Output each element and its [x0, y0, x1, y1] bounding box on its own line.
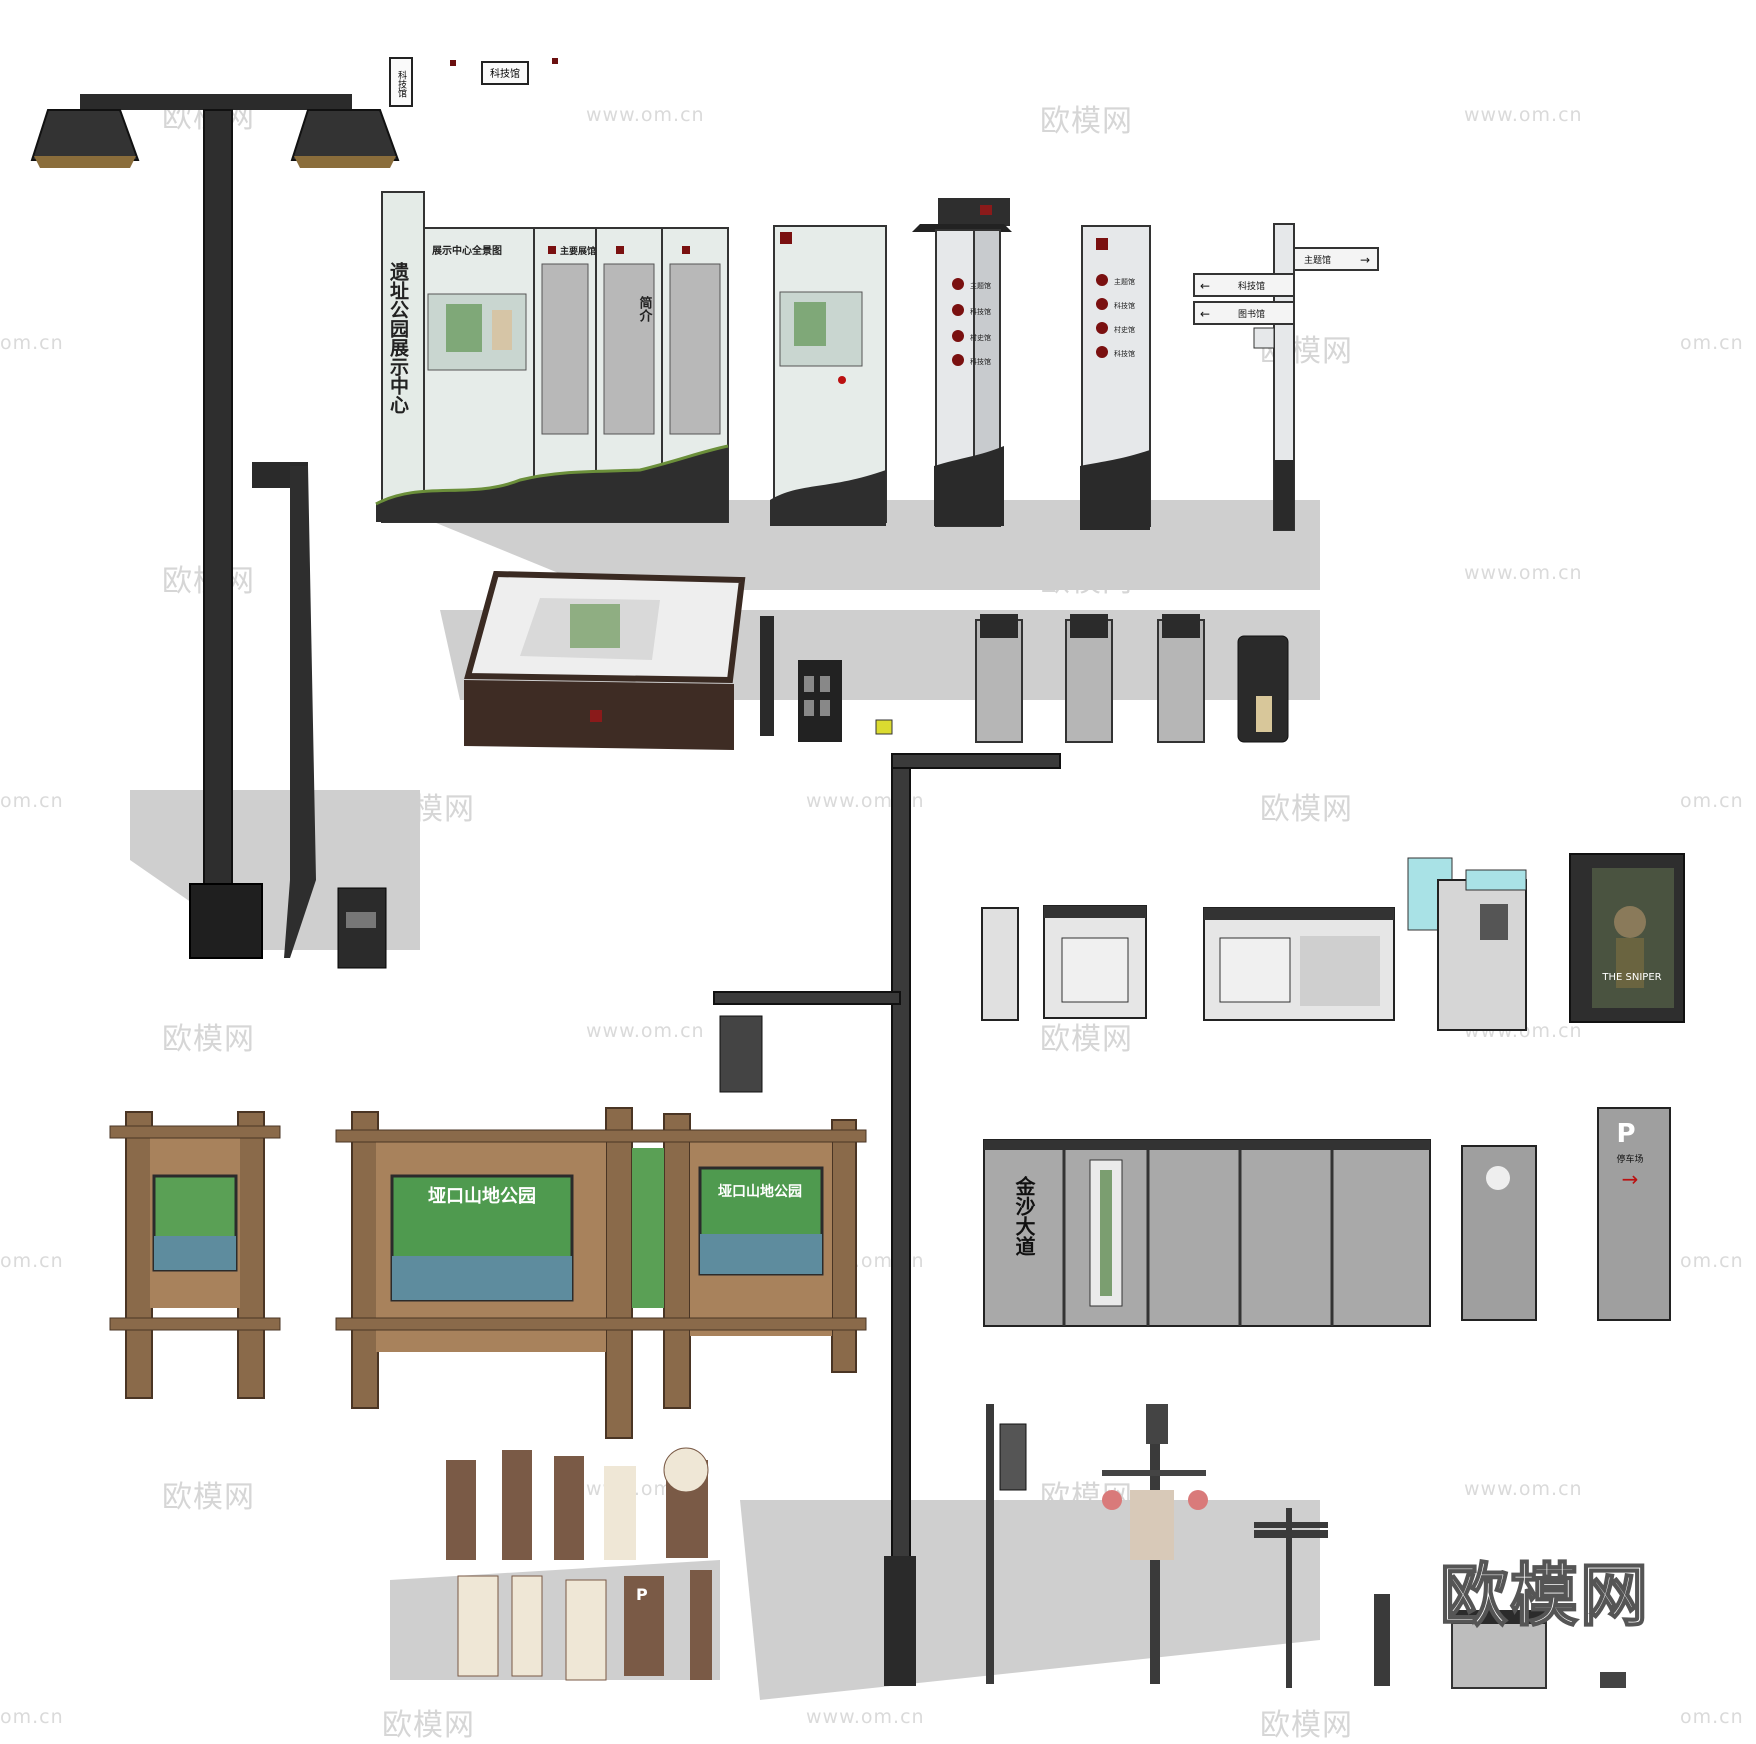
watermark-url: om.cn: [0, 790, 64, 812]
watermark-logo: 欧模网: [1040, 104, 1133, 139]
watermark-url: www.om.cn: [586, 104, 705, 126]
totem-item-2: 科技馆: [970, 307, 991, 316]
totem-item-1: 主题馆: [970, 281, 991, 290]
totem2-item-1: 主题馆: [1114, 277, 1135, 286]
small-lamp-posts: [986, 1404, 1626, 1689]
small-tag-horizontal-text: 科技馆: [490, 67, 520, 80]
totem2-item-3: 村史馆: [1114, 325, 1135, 334]
wooden-park-boards: 垭口山地公园 垭口山地公园: [109, 1107, 867, 1439]
totem-item-4: 科技馆: [970, 357, 991, 366]
totem2-item-2: 科技馆: [1114, 301, 1135, 310]
watermark-url: om.cn: [1680, 1706, 1744, 1728]
watermark-url: om.cn: [0, 332, 64, 354]
brand-logo: 欧模网: [1439, 1556, 1651, 1637]
brown-wayfinding-signs: P: [446, 1447, 712, 1681]
watermark-url: om.cn: [1680, 1250, 1744, 1272]
watermark-logo: 欧模网: [1260, 792, 1353, 827]
panel-header: 主要展馆: [560, 245, 596, 257]
map-board: [770, 225, 887, 526]
park-board-title-1: 垭口山地公园: [428, 1185, 536, 1207]
watermark-url: www.om.cn: [1464, 104, 1583, 126]
watermark-url: om.cn: [0, 1250, 64, 1272]
road-lamp-tall: [713, 753, 1061, 1686]
panel-vertical-title: 遗址公园展示中心: [387, 262, 410, 414]
park-board-title-2: 垭口山地公园: [718, 1183, 802, 1200]
direction-sign-3: 图书馆: [1238, 308, 1265, 320]
small-tag-vertical: [389, 57, 413, 107]
site-map-table: [464, 570, 893, 750]
watermark-url: www.om.cn: [586, 1020, 705, 1042]
direction-sign-1: 主题馆: [1304, 254, 1331, 266]
watermark-url: www.om.cn: [1464, 1478, 1583, 1500]
panel-map-title: 展示中心全景图: [432, 244, 502, 257]
parking-label: 停车场: [1616, 1153, 1643, 1165]
poster-title: THE SNIPER: [1601, 972, 1661, 983]
svg-text:P: P: [636, 1585, 648, 1604]
direction-totem-2: 主题馆 科技馆 村史馆 科技馆: [1080, 225, 1151, 530]
parking-letter: P: [1616, 1119, 1635, 1149]
gray-sign-set: THE SNIPER: [981, 853, 1685, 1031]
small-tag-vertical-text: 科技馆: [396, 69, 407, 98]
trash-bins: [975, 614, 1289, 743]
watermark-url: om.cn: [1680, 790, 1744, 812]
exhibition-panel-wall: 遗址公园展示中心 展示中心全景图 主要展馆 简介: [375, 191, 729, 523]
avenue-name-wall: 金沙大道 P 停车场 →: [983, 1107, 1671, 1327]
watermark-url: www.om.cn: [806, 1706, 925, 1728]
svg-text:→: →: [1360, 253, 1370, 267]
watermark-logo: 欧模网: [162, 1022, 255, 1057]
watermark-url: om.cn: [1680, 332, 1744, 354]
watermark-url: om.cn: [0, 1706, 64, 1728]
watermark-logo: 欧模网: [1040, 1022, 1133, 1057]
watermark-logo: 欧模网: [162, 1480, 255, 1515]
svg-text:←: ←: [1200, 307, 1210, 321]
watermark-url: www.om.cn: [1464, 562, 1583, 584]
totem-item-3: 村史馆: [970, 333, 991, 342]
directional-signpost: 主题馆 → ← 科技馆 ← 图书馆: [1193, 223, 1379, 531]
small-tag-horizontal: [481, 61, 529, 85]
panel-intro: 简介: [637, 295, 654, 322]
direction-sign-2: 科技馆: [1238, 280, 1265, 292]
avenue-name: 金沙大道: [1012, 1175, 1036, 1256]
totem2-item-4: 科技馆: [1114, 349, 1135, 358]
svg-text:←: ←: [1200, 279, 1210, 293]
svg-text:→: →: [1622, 1167, 1639, 1191]
direction-totem: 主题馆 科技馆 村史馆 科技馆: [912, 198, 1012, 527]
double-street-lamp: [30, 94, 400, 969]
